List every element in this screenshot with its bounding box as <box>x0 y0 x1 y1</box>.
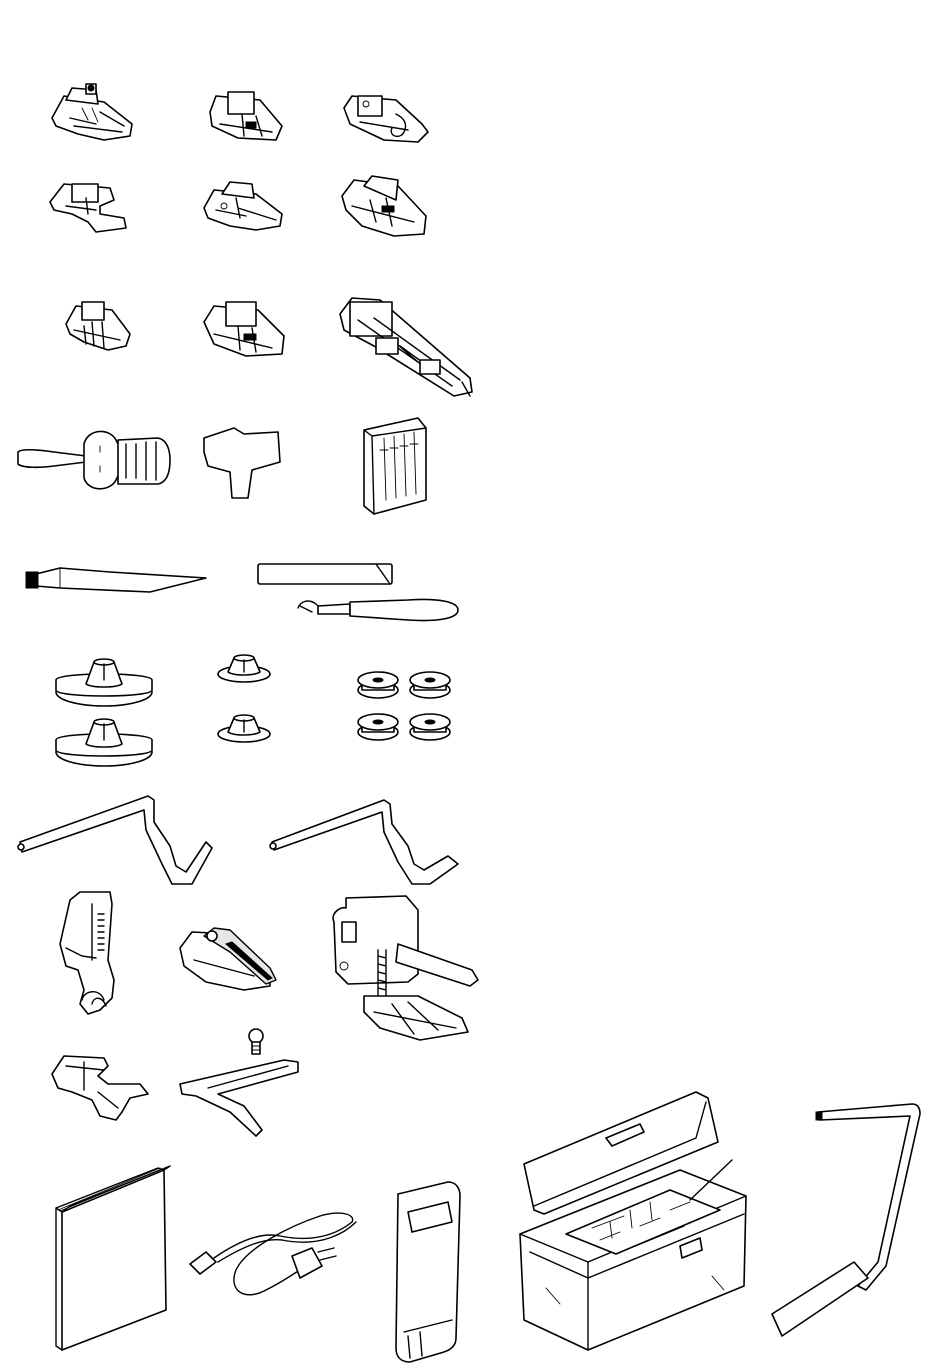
cording-foot-icon <box>66 302 130 350</box>
bobbin-icon <box>358 714 398 740</box>
bobbin-icon <box>410 714 450 740</box>
brush-icon <box>26 568 206 592</box>
quilting-guide-icon <box>180 1029 298 1136</box>
disc-screwdriver-icon <box>204 428 280 498</box>
ruler-foot-icon <box>180 928 276 990</box>
overcasting-foot-icon <box>342 176 426 236</box>
quilting-foot-icon <box>60 892 114 1014</box>
knee-lifter-icon <box>270 800 458 884</box>
spool-cap-small-icon <box>218 715 270 742</box>
walking-foot-icon <box>333 896 478 1040</box>
spool-cap-large-icon <box>56 719 152 766</box>
case-icon <box>520 1092 746 1350</box>
spool-cap-small-icon <box>218 655 270 682</box>
zipper-foot-icon <box>50 184 126 232</box>
needle-case-icon <box>364 418 426 514</box>
eyelet-punch-icon <box>258 564 392 584</box>
button-sewing-foot-icon <box>204 302 284 356</box>
knee-lifter-icon <box>18 796 212 884</box>
knee-lifter-long-icon <box>772 1104 920 1336</box>
seam-ripper-icon <box>298 599 458 620</box>
pedal-icon <box>396 1182 460 1362</box>
satin-foot-icon <box>210 92 282 140</box>
buttonhole-foot-icon <box>340 298 472 396</box>
bobbin-icon <box>358 672 398 698</box>
blind-stitch-foot-icon <box>204 182 282 230</box>
book-icon <box>56 1166 170 1350</box>
rolled-hem-foot-icon <box>344 96 428 142</box>
spool-cap-large-icon <box>56 659 152 706</box>
zigzag-foot-icon <box>52 84 132 140</box>
open-toe-foot-icon <box>52 1056 148 1120</box>
power-cord-icon <box>190 1213 356 1295</box>
screwdriver-icon <box>18 431 170 488</box>
bobbin-icon <box>410 672 450 698</box>
